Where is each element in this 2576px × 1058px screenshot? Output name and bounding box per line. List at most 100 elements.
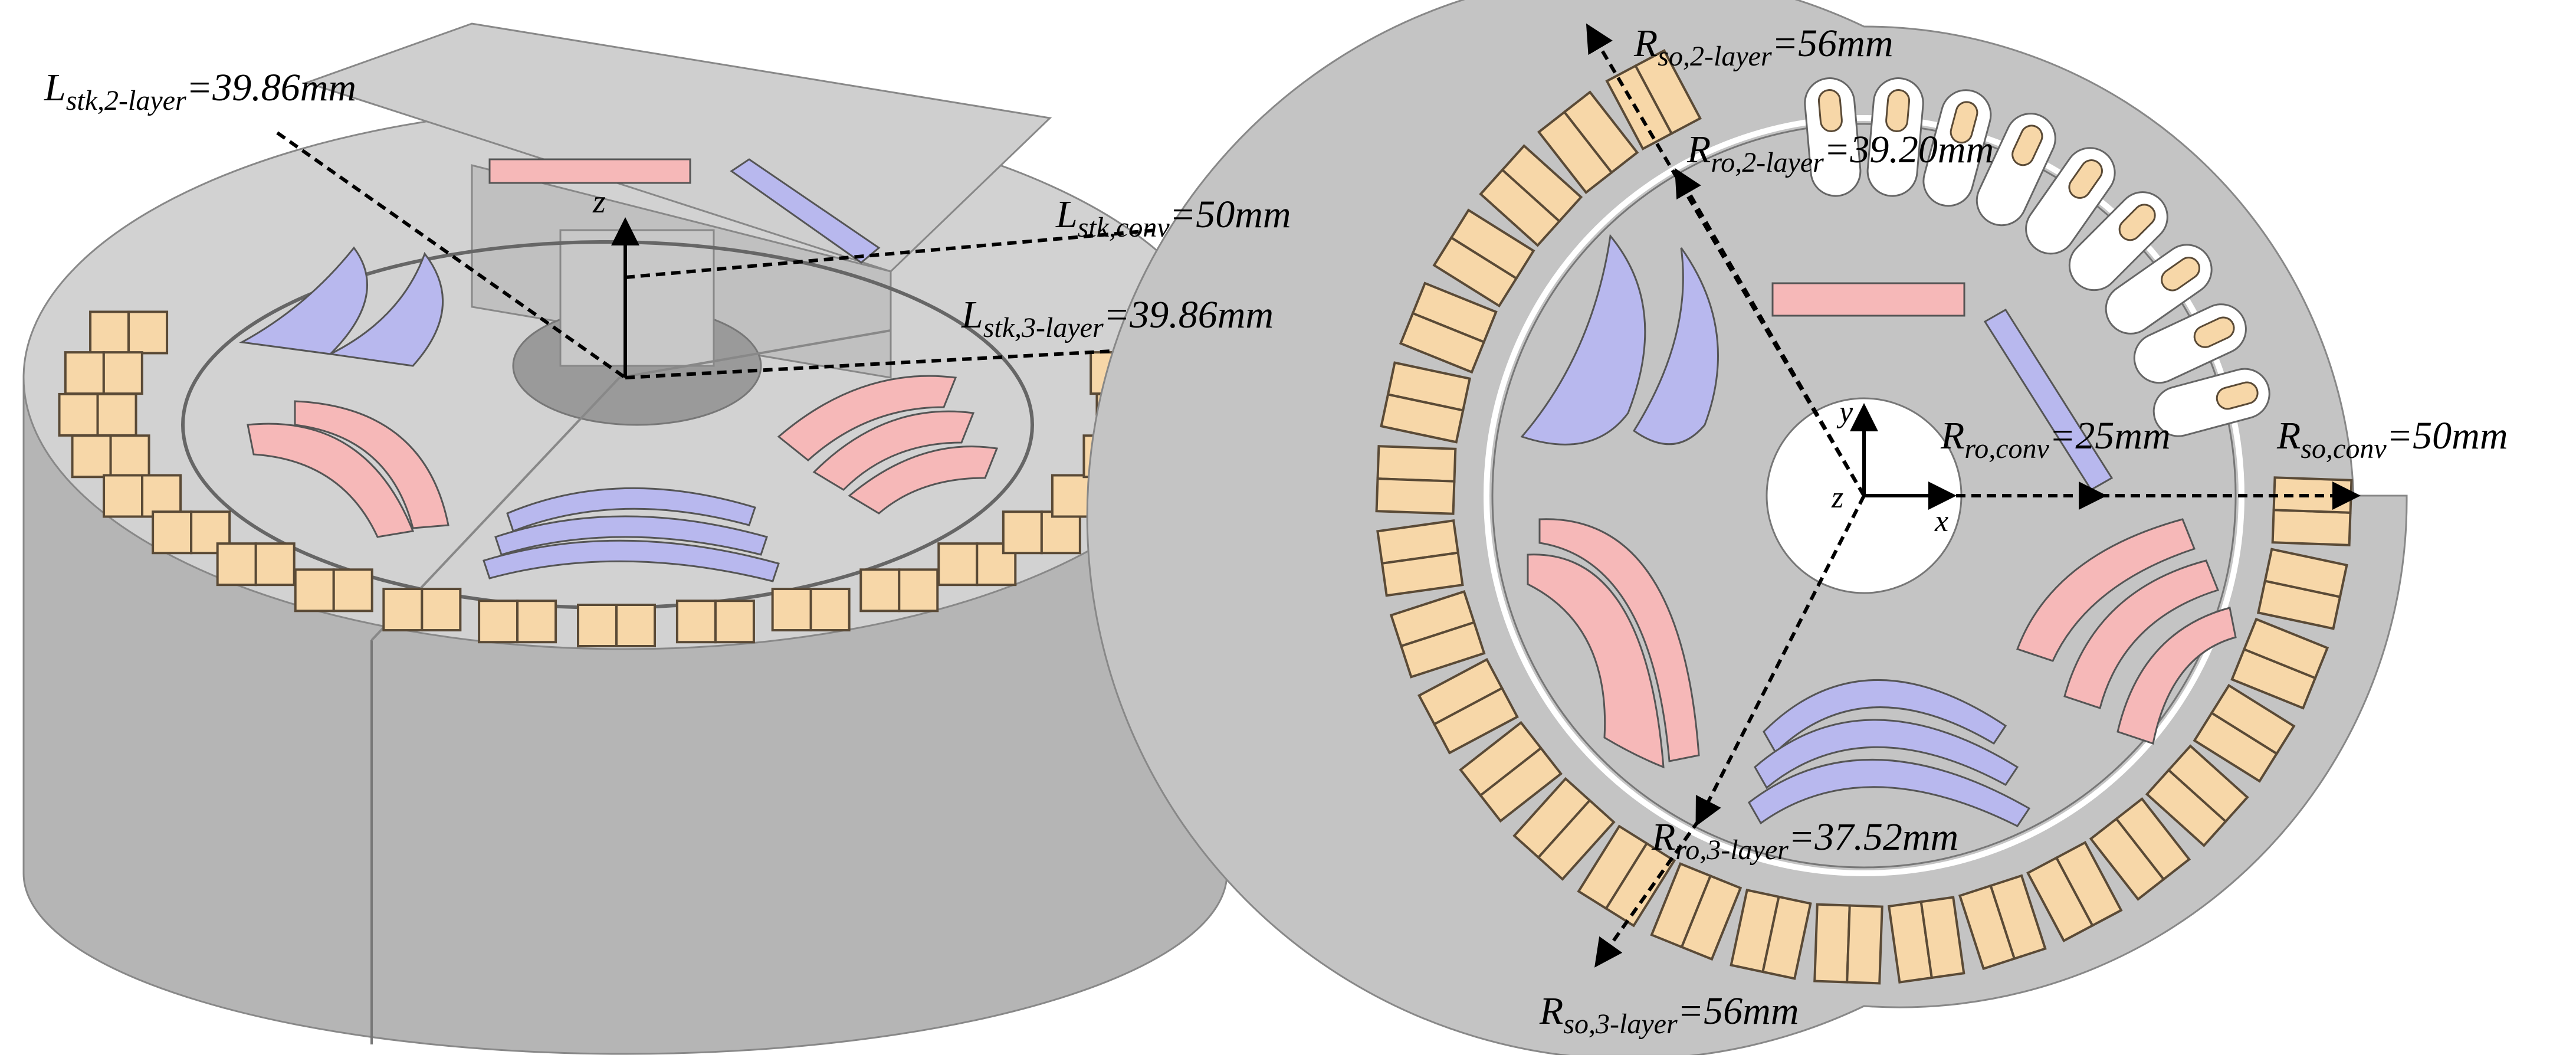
label-rro-2layer: Rro,2-layer=39.20mm [1686, 128, 1994, 178]
magnet-blue-r5 [1748, 759, 2031, 827]
label-rro-conv: Rro,conv=25mm [1940, 414, 2171, 464]
conv-slot-8 [2152, 368, 2270, 437]
winding-block-r-16 [1888, 896, 1965, 984]
magnet-blue-4 [494, 515, 768, 556]
winding-block-r-22 [2230, 617, 2329, 710]
magnet-pink-r5 [2116, 607, 2237, 745]
winding-block-r-0 [1605, 49, 1702, 150]
winding-block-l-5 [152, 510, 231, 555]
winding-block-r-14 [1730, 889, 1812, 980]
magnet-blue-1 [239, 246, 368, 355]
magnet-pink-r2 [1538, 518, 1700, 762]
rso-3layer-line [1594, 819, 1701, 968]
winding-block-r-8 [1389, 589, 1486, 679]
label-rso-3layer: Rso,3-layer=56mm [1539, 990, 1799, 1040]
winding-block-l-11 [675, 600, 755, 644]
label-rso-conv: Rso,conv=50mm [2276, 414, 2508, 464]
left-rotor-magnets [239, 158, 999, 582]
magnet-pink-1 [247, 422, 415, 538]
winding-block-r-4 [1399, 281, 1498, 374]
cross-section-view: y x z [1086, 0, 2408, 1058]
winding-block-l-8 [382, 588, 462, 632]
winding-block-l-0 [89, 310, 169, 355]
lstk-conv-line [625, 228, 1157, 279]
winding-block-l-10 [577, 604, 656, 647]
magnet-pink-4 [812, 410, 975, 491]
magnet-blue-3 [506, 487, 756, 532]
winding-block-r-12 [1577, 824, 1676, 928]
magnet-pink-conv [488, 158, 691, 184]
winding-block-r-1 [1537, 90, 1639, 195]
magnet-blue-r3 [1763, 679, 2007, 754]
winding-block-r-13 [1650, 862, 1743, 961]
winding-block-r-7 [1376, 519, 1464, 597]
conv-slot-7 [2133, 303, 2247, 384]
magnet-pink-r3 [2016, 518, 2196, 662]
dimension-labels: Lstk,2-layer=39.86mm Lstk,conv=50mm Lstk… [44, 22, 2508, 1040]
winding-block-l-3 [71, 434, 150, 479]
label-lstk-3layer: Lstk,3-layer=39.86mm [961, 293, 1274, 343]
magnet-pink-2 [294, 400, 449, 529]
seam-2 [619, 329, 891, 379]
conv-stator-slots [1804, 77, 2270, 437]
z-label-right: z [1831, 481, 1843, 515]
magnet-blue-2 [327, 251, 444, 367]
conv-slot-6 [2105, 244, 2213, 335]
winding-block-r-21 [2193, 683, 2296, 783]
winding-block-r-2 [1479, 144, 1583, 247]
magnet-blue-r4 [1754, 719, 2019, 790]
label-lstk-conv: Lstk,conv=50mm [1055, 193, 1291, 243]
winding-block-r-17 [1958, 874, 2047, 971]
label-rro-3layer: Rro,3-layer=37.52mm [1651, 815, 1958, 866]
winding-block-r-10 [1459, 720, 1563, 823]
z-label-left: z [592, 184, 606, 220]
magnet-blue-conv-r [1983, 308, 2114, 492]
rso-2layer-line [1586, 23, 1866, 497]
winding-block-l-13 [859, 568, 939, 612]
conv-slot-0 [1804, 77, 1862, 197]
conv-slot-1 [1866, 77, 1924, 197]
magnet-pink-r1 [1527, 553, 1665, 769]
lstk-2layer-line [276, 131, 626, 379]
winding-block-r-20 [2145, 744, 2249, 847]
magnet-blue-r1 [1520, 234, 1646, 446]
winding-block-l-2 [58, 392, 137, 437]
winding-block-r-24 [2271, 476, 2353, 546]
winding-block-l-4 [103, 474, 182, 518]
winding-block-r-15 [1813, 903, 1883, 985]
magnet-pink-3 [777, 375, 957, 461]
winding-block-l-6 [216, 542, 296, 587]
right-stator-windings [1375, 49, 2353, 985]
winding-block-l-1 [64, 351, 143, 395]
magnet-pink-conv-r [1771, 282, 1965, 317]
label-rso-2layer: Rso,2-layer=56mm [1633, 22, 1894, 72]
shaft [559, 229, 715, 367]
winding-block-r-11 [1512, 777, 1616, 881]
magnet-blue-5 [483, 539, 780, 582]
rotor-boundary-edge [1491, 123, 2237, 869]
conv-slot-5 [2068, 191, 2168, 291]
y-label: y [1836, 395, 1853, 429]
magnet-blue-conv [730, 158, 881, 264]
conv-block-top [304, 22, 1052, 273]
winding-block-r-9 [1417, 658, 1519, 755]
magnet-pink-5 [848, 446, 999, 515]
conv-slot-2 [1922, 89, 1992, 207]
winding-block-r-5 [1380, 361, 1471, 444]
winding-block-l-9 [478, 600, 557, 644]
winding-block-r-6 [1375, 445, 1457, 515]
label-lstk-2layer: Lstk,2-layer=39.86mm [44, 66, 356, 116]
magnet-pink-r4 [2063, 559, 2219, 709]
winding-block-l-12 [771, 588, 851, 632]
winding-block-l-7 [294, 568, 373, 612]
rro-2layer-line [1674, 168, 1866, 497]
right-rotor-magnets [1520, 234, 2237, 827]
conv-slot-3 [1976, 113, 2056, 227]
winding-block-l-15 [1002, 510, 1081, 555]
x-label: x [1934, 505, 1948, 538]
winding-block-r-18 [2026, 841, 2123, 942]
conv-slot-4 [2025, 147, 2116, 255]
isometric-motor-view: z [22, 22, 1228, 1055]
